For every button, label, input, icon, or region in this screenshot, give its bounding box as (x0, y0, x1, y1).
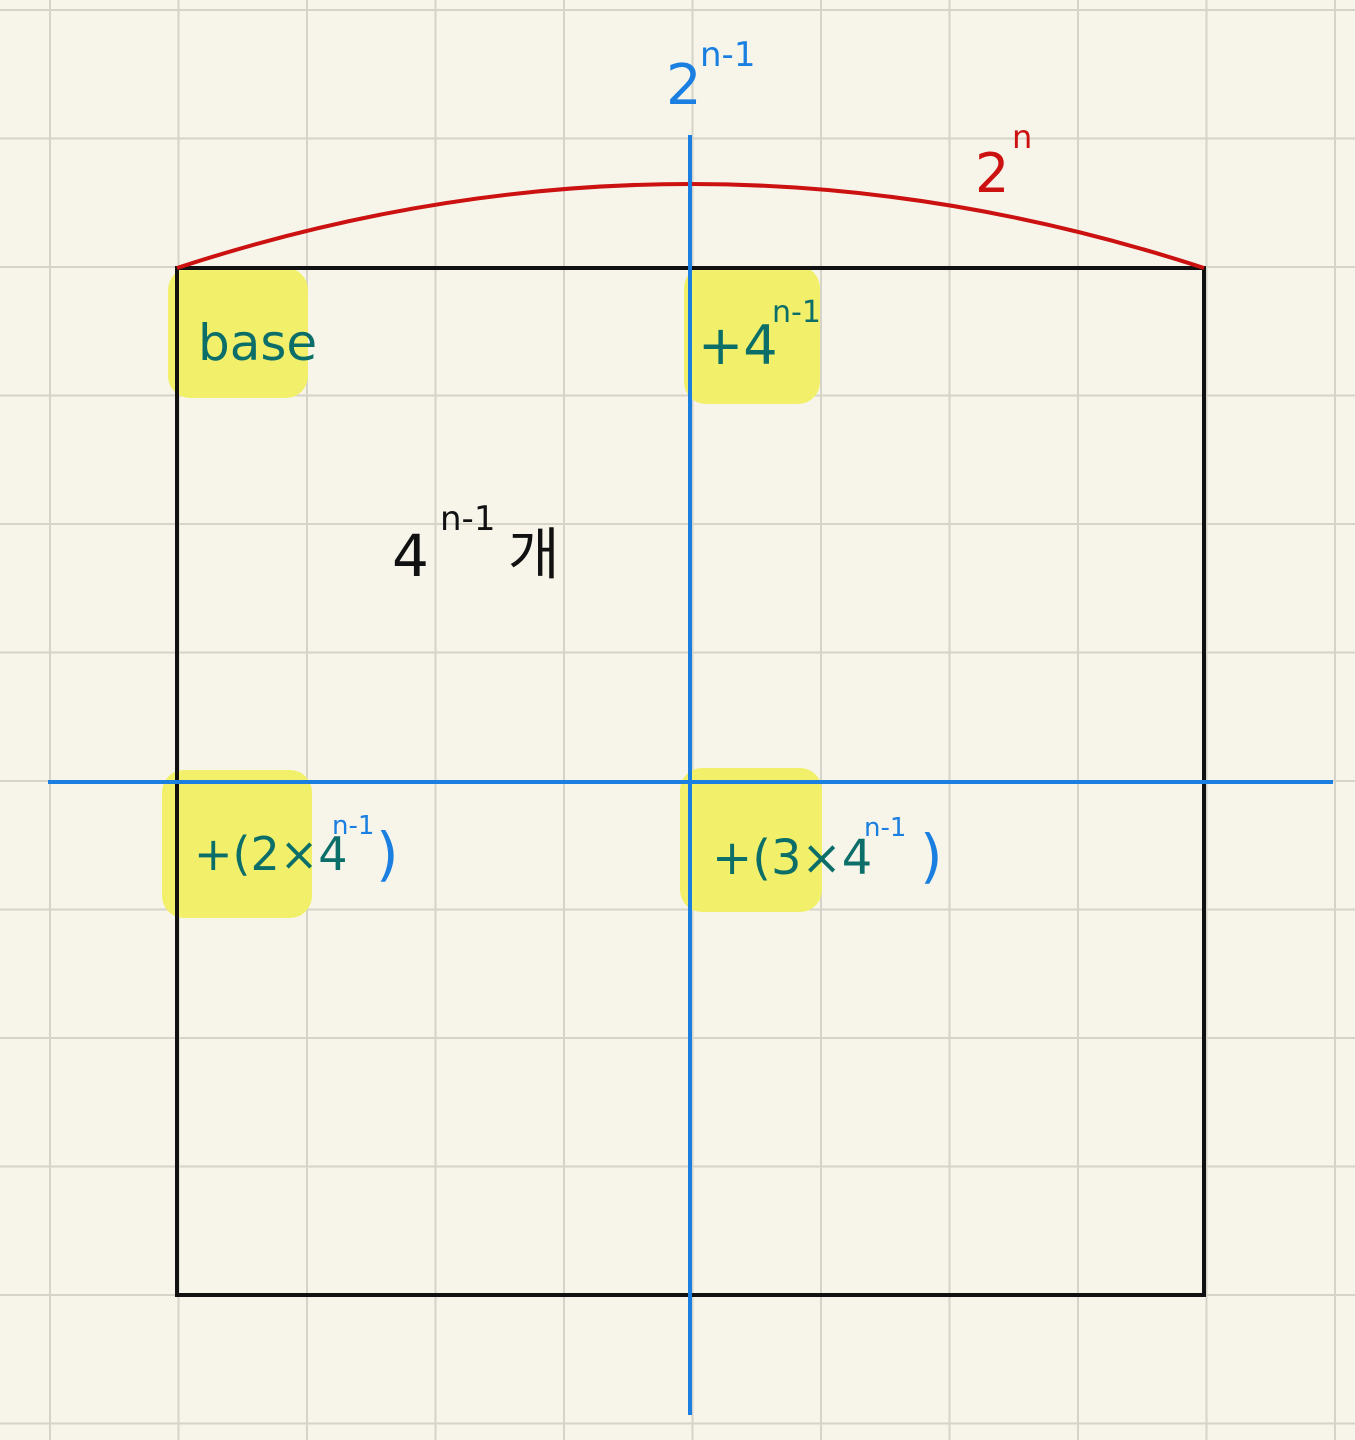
highlight-base (168, 268, 308, 398)
count-base: 4 (392, 522, 429, 590)
q4-label: +(3×4 (712, 830, 872, 886)
q4-close-paren: ) (920, 822, 943, 890)
q2-exponent: n-1 (772, 295, 821, 330)
count-unit: 개 (508, 523, 560, 588)
q1-label: base (198, 314, 317, 372)
full-size-exponent: n (1012, 118, 1032, 156)
q4-exponent: n-1 (864, 813, 906, 843)
half-size-label: 2 (666, 53, 702, 118)
half-size-exponent: n-1 (700, 35, 755, 75)
full-size-label: 2 (975, 142, 1009, 205)
q3-exponent: n-1 (332, 811, 374, 841)
q2-label: +4 (698, 314, 778, 377)
count-exponent: n-1 (440, 499, 495, 539)
highlight-q3 (162, 770, 312, 918)
highlight-q4 (680, 768, 822, 912)
highlight-q2 (684, 266, 820, 404)
highlights (162, 266, 822, 918)
q3-label: +(2×4 (194, 827, 348, 881)
q3-close-paren: ) (376, 820, 399, 888)
